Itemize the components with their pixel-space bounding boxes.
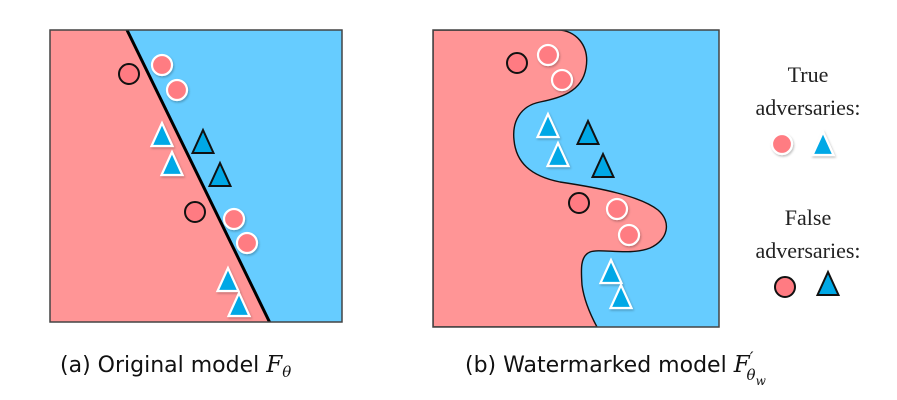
panel-frame (49, 29, 343, 323)
legend: True adversaries: False adversaries: (755, 62, 861, 298)
false-adversary-circle (118, 63, 140, 85)
true-adversary-circle (536, 43, 560, 67)
caption-a-math: F (265, 352, 283, 378)
caption-a: (a) Original model Fθ (60, 352, 291, 381)
false-adversary-circle (184, 201, 206, 223)
false-adversary-circle (568, 192, 590, 214)
legend-false-circle (774, 276, 796, 298)
true-adversary-triangle (159, 149, 185, 177)
true-adversary-triangle (545, 140, 571, 168)
caption-b-text: (b) Watermarked model (465, 353, 734, 378)
true-adversary-circle (550, 68, 574, 92)
caption-b-sub: θ (747, 366, 756, 384)
svg-text:(b) Watermarked model F′θw: (b) Watermarked model F′θw (465, 349, 767, 388)
caption-a-text: (a) Original model (60, 353, 266, 378)
legend-false-label: False (785, 205, 831, 230)
svg-text:(a) Original model Fθ: (a) Original model Fθ (60, 352, 291, 381)
false-adversary-circle (506, 52, 528, 74)
false-adversary-triangle (575, 118, 601, 145)
true-adversary-triangle (608, 282, 634, 310)
decision-boundary (125, 30, 272, 322)
caption-b-subsub: w (756, 374, 767, 388)
true-adversary-circle (617, 223, 641, 247)
true-adversary-circle (165, 78, 189, 102)
legend-false-triangle (815, 269, 841, 296)
panel-frame (432, 29, 720, 328)
legend-false-label-2: adversaries: (755, 238, 860, 263)
true-adversary-triangle (215, 265, 241, 293)
region-class-a (433, 30, 668, 327)
true-adversary-circle (235, 231, 259, 255)
legend-true-label: True (788, 62, 829, 87)
caption-b-prime: ′ (750, 349, 754, 369)
true-adversary-triangle (226, 290, 252, 318)
true-adversary-triangle (535, 111, 561, 139)
false-adversary-triangle (590, 151, 616, 178)
true-adversary-circle (222, 207, 246, 231)
legend-true-circle (770, 132, 794, 156)
false-adversary-triangle (190, 127, 216, 154)
panel-watermarked-model (432, 29, 720, 328)
true-adversary-circle (150, 53, 174, 77)
caption-a-sub: θ (282, 363, 291, 381)
caption-b-math: F (733, 352, 751, 378)
caption-b: (b) Watermarked model F′θw (465, 349, 767, 388)
legend-true-label-2: adversaries: (755, 95, 860, 120)
panel-original-model (49, 29, 343, 323)
true-adversary-triangle (149, 120, 175, 148)
true-adversary-triangle (598, 257, 624, 285)
legend-true-triangle (810, 129, 836, 157)
false-adversary-triangle (207, 160, 233, 187)
true-adversary-circle (605, 197, 629, 221)
